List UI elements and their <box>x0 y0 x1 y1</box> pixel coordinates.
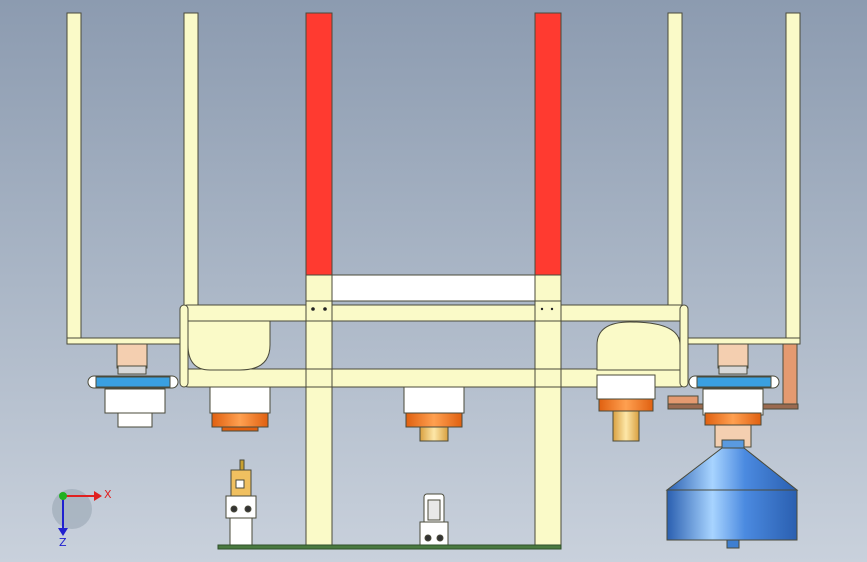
station-3 <box>403 386 465 442</box>
z-axis-label: Z <box>59 536 67 549</box>
station-2 <box>209 386 271 432</box>
left-tank <box>187 320 271 371</box>
left-outer-post <box>66 12 82 344</box>
left-station <box>87 343 179 428</box>
outer-frame-posts <box>66 12 801 344</box>
base-plate <box>217 544 562 550</box>
left-red-post <box>305 12 333 276</box>
right-frame-crossbar <box>669 337 801 345</box>
right-red-post <box>534 12 562 276</box>
floor-device-center <box>419 493 449 547</box>
central-red-posts <box>305 12 562 546</box>
right-station <box>665 343 799 549</box>
right-inner-post <box>667 12 683 314</box>
x-axis-label: X <box>104 488 112 501</box>
floor-device-left <box>225 459 257 547</box>
coordinate-triad: X Z <box>52 488 112 549</box>
left-inner-post <box>183 12 199 314</box>
left-frame-crossbar <box>66 337 198 345</box>
white-cross-panel <box>331 274 536 302</box>
station-4 <box>596 374 656 442</box>
right-outer-post <box>785 12 801 344</box>
right-dome <box>596 321 681 371</box>
